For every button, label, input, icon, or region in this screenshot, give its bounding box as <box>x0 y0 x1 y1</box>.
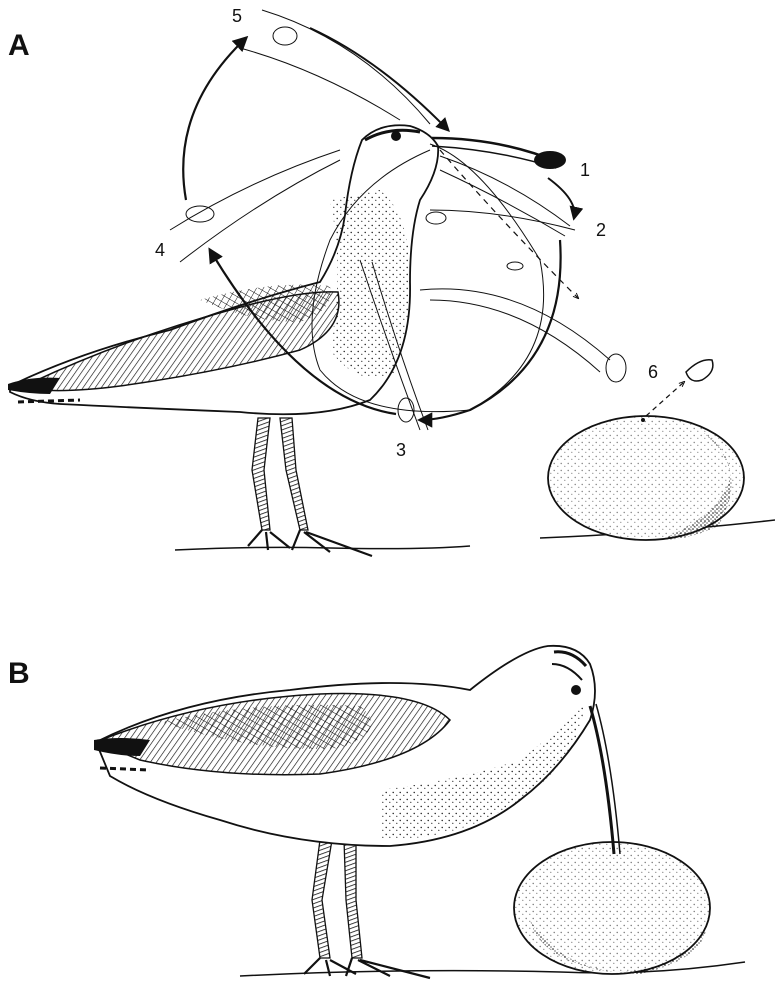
bird-b-eye <box>571 685 581 695</box>
eggshell-fragment <box>686 360 713 381</box>
egg-b <box>514 842 710 974</box>
bird-b-bill <box>590 704 620 854</box>
held-object <box>534 151 566 169</box>
arrow-1-to-2 <box>548 178 574 218</box>
egg-a-puncture <box>641 418 645 422</box>
arrow-2-to-3 <box>420 240 561 420</box>
panel-b-label: B <box>8 657 30 690</box>
arrow-dashed-to-egg <box>440 150 578 298</box>
step-label-1: 1 <box>580 160 590 180</box>
step-label-6: 6 <box>648 362 658 382</box>
bird-a-eye <box>391 131 401 141</box>
arrow-dashed-to-fragment <box>646 382 684 416</box>
arrow-4-to-5 <box>183 38 246 200</box>
step-label-5: 5 <box>232 6 242 26</box>
step-label-4: 4 <box>155 240 165 260</box>
panel-b: B <box>8 646 745 978</box>
bird-b-body <box>94 646 595 846</box>
bill-position-1 <box>432 138 566 169</box>
panel-a: A <box>8 6 775 556</box>
step-label-3: 3 <box>396 440 406 460</box>
bird-b-legs <box>304 840 430 978</box>
panel-a-label: A <box>8 29 30 62</box>
bird-a-legs <box>248 418 372 556</box>
step-label-2: 2 <box>596 220 606 240</box>
arrow-5-to-1 <box>310 28 448 130</box>
egg-a <box>548 416 744 540</box>
